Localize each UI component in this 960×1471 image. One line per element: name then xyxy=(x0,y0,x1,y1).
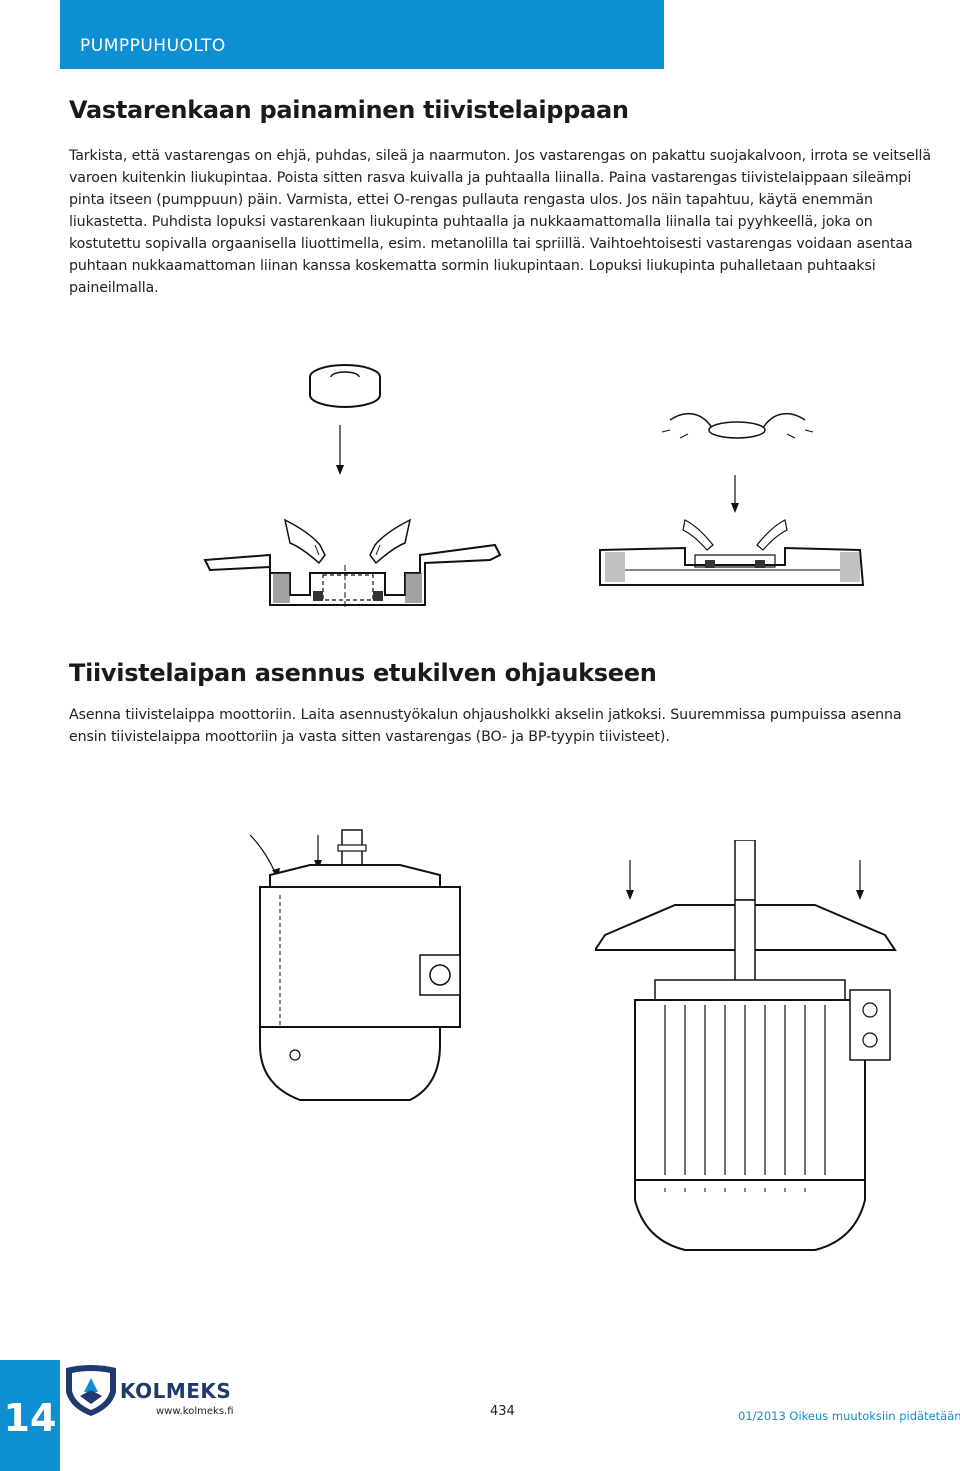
footer-note: 01/2013 Oikeus muutoksiin pidätetään xyxy=(738,1409,960,1423)
kolmeks-logo-icon xyxy=(62,1362,120,1422)
page-number: 14 xyxy=(3,1396,57,1440)
heading-flange-installation: Tiivistelaipan asennus etukilven ohjauks… xyxy=(69,659,657,687)
motor-flange-figure-right xyxy=(595,840,905,1260)
paragraph-line: varoen kuitenkin liukupintaa. Poista sit… xyxy=(69,170,912,186)
section-header-band: PUMPPUHUOLTO xyxy=(60,0,664,69)
paragraph-line: Tarkista, että vastarengas on ehjä, puhd… xyxy=(69,148,931,164)
paragraph-line: ensin tiivistelaippa moottoriin ja vasta… xyxy=(69,729,670,745)
paragraph-line: liukastetta. Puhdista lopuksi vastarenka… xyxy=(69,214,873,230)
ring-press-figure-right xyxy=(595,400,875,600)
paragraph-line: kostutettu sopivalla orgaanisella liuott… xyxy=(69,236,913,252)
motor-flange-figure-left xyxy=(240,815,470,1155)
brand-name: KOLMEKS xyxy=(120,1379,232,1403)
page-code: 434 xyxy=(490,1404,515,1419)
paragraph-line: pinta itseen (pumppuun) päin. Varmista, … xyxy=(69,192,873,208)
paragraph-line: puhtaan nukkaamattoman liinan kanssa kos… xyxy=(69,258,876,274)
website-link[interactable]: www.kolmeks.fi xyxy=(156,1406,234,1417)
ring-press-figure-left xyxy=(195,355,525,615)
paragraph-line: paineilmalla. xyxy=(69,280,159,296)
section-title: PUMPPUHUOLTO xyxy=(80,36,226,56)
paragraph-line: Asenna tiivistelaippa moottoriin. Laita … xyxy=(69,707,902,723)
page-number-tab: 14 xyxy=(0,1360,60,1471)
heading-counter-ring: Vastarenkaan painaminen tiivistelaippaan xyxy=(69,96,629,124)
